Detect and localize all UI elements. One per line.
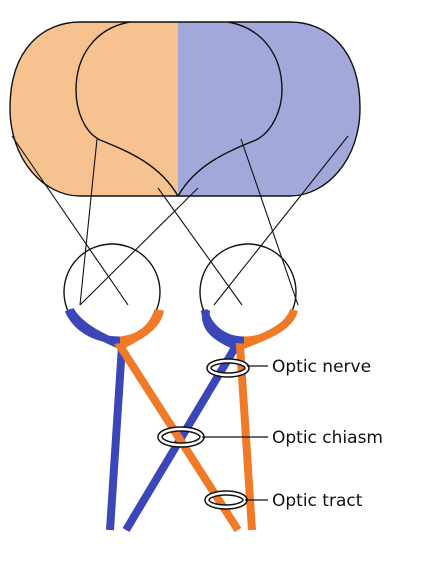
ray-6 (213, 135, 349, 306)
visual-field-outline (9, 21, 361, 197)
light-rays (11, 135, 349, 306)
ray-4 (79, 187, 199, 306)
left-eye-field-boundary (75, 21, 179, 197)
optic-fibers (66, 307, 298, 533)
optic-nerve-label: Optic nerve (272, 357, 371, 377)
left-visual-field (10, 22, 178, 196)
optic-tract-ring (204, 490, 248, 510)
ray-2 (79, 138, 98, 306)
right-eye-retina-blue (200, 308, 245, 344)
left-eye-retina-orange (119, 308, 162, 344)
orange-fiber-left (114, 309, 242, 533)
right-eye-field-boundary (177, 21, 283, 197)
right-visual-field (178, 22, 360, 196)
retina-arcs (64, 308, 298, 344)
optic-tract-label: Optic tract (272, 491, 363, 511)
ray-5 (240, 138, 299, 306)
optic-nerve-ring (206, 358, 250, 378)
ray-3 (157, 187, 243, 306)
optic-chiasm-label: Optic chiasm (272, 428, 383, 448)
right-eye-retina-orange (243, 308, 298, 344)
visual-field (9, 21, 361, 197)
eyes (63, 243, 297, 341)
left-eye-retina-blue (64, 308, 121, 344)
